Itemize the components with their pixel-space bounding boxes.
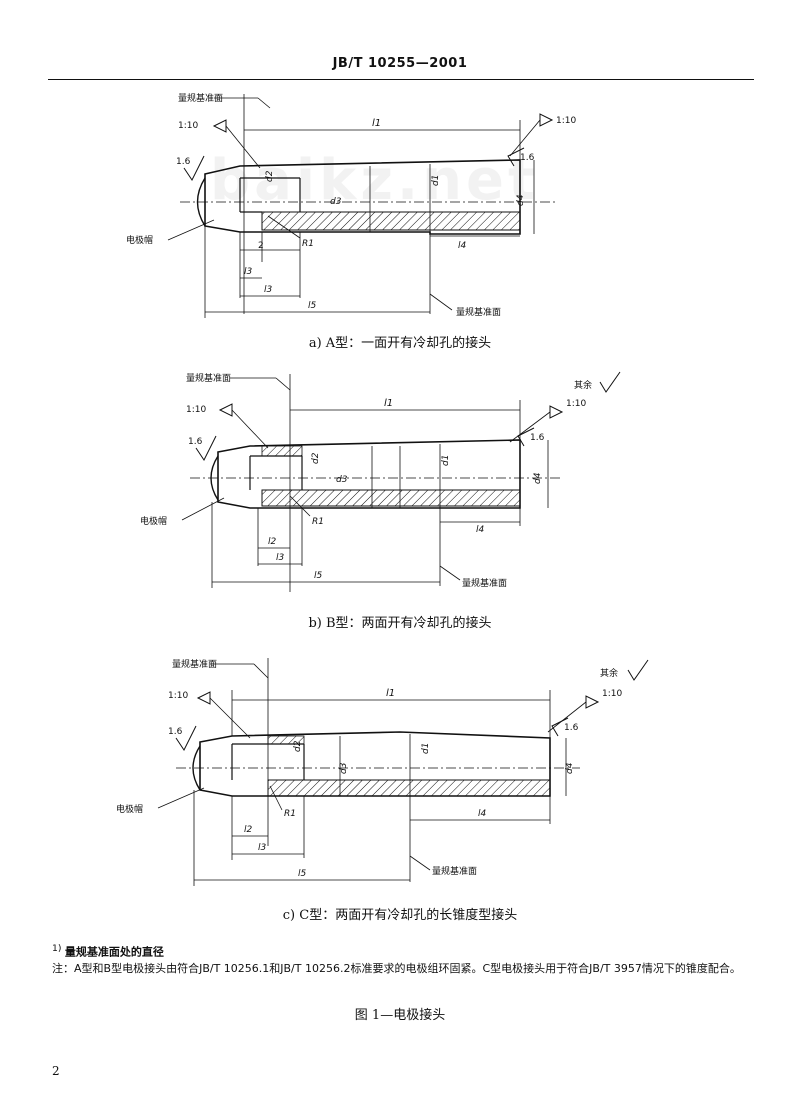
electrode-cap-shape — [196, 177, 206, 227]
dim-l1: l1 — [386, 688, 395, 699]
taper-left: 1:10 — [178, 121, 198, 131]
roughness-right: 1.6 — [530, 433, 545, 443]
gauge-plane-label-bottom: 量规基准面 — [462, 577, 507, 589]
electrode-cap-label: 电极帽 — [140, 515, 167, 527]
dim-d4: d4 — [565, 762, 575, 774]
taper-left: 1:10 — [168, 691, 188, 701]
roughness-left: 1.6 — [188, 437, 203, 447]
footnote: 1) 量规基准面处的直径 — [52, 940, 762, 961]
hatched-wall — [267, 779, 551, 797]
footnote-text: 量规基准面处的直径 — [64, 945, 164, 959]
standard-number-header: JB/T 10255—2001 — [332, 56, 468, 71]
dim-d2: d2 — [311, 452, 321, 464]
dim-l3: l3 — [244, 267, 253, 277]
figure-b-caption: b) B型：两面开有冷却孔的接头 — [308, 616, 492, 631]
dim-l4: l4 — [476, 525, 485, 535]
taper-right: 1:10 — [556, 116, 576, 126]
dim-d2: d2 — [265, 170, 275, 182]
radius-label: R1 — [284, 809, 296, 819]
rest-label: 其余 — [600, 667, 618, 679]
gauge-plane-label-bottom: 量规基准面 — [456, 306, 501, 318]
roughness-right: 1.6 — [520, 153, 535, 163]
hatched-wall — [261, 211, 521, 231]
dim-l3: l3 — [258, 843, 267, 853]
rest-label: 其余 — [574, 379, 592, 391]
roughness-left: 1.6 — [168, 727, 183, 737]
dim-d3: d3 — [330, 197, 342, 207]
figure-title: 图 1—电极接头 — [354, 1008, 446, 1023]
figure-b-drawing: l1 量规基准面 1:10 1:10 其余 1.6 1.6 d2 d1 d3 d… — [140, 371, 621, 592]
taper-left: 1:10 — [186, 405, 206, 415]
gauge-plane-label-top: 量规基准面 — [172, 658, 217, 670]
dim-d2: d2 — [293, 740, 303, 752]
dim-d1: d1 — [431, 175, 441, 186]
dim-l1: l1 — [372, 118, 381, 129]
dim-l4: l4 — [458, 241, 467, 251]
dim-l2: l2 — [268, 537, 277, 547]
taper-right: 1:10 — [602, 689, 622, 699]
page-number: 2 — [52, 1064, 60, 1078]
note-text: 注：A型和B型电极接头由符合JB/T 10256.1和JB/T 10256.2标… — [52, 962, 741, 975]
hatched-wall — [261, 489, 521, 507]
electrode-cap-label: 电极帽 — [126, 234, 153, 246]
dim-2: 2 — [258, 241, 264, 251]
footnote-mark: 1) — [52, 943, 62, 954]
dim-l5: l5 — [298, 869, 307, 879]
figure-c-drawing: l1 量规基准面 1:10 1:10 其余 1.6 1.6 d2 d1 d3 d… — [116, 658, 649, 886]
gauge-plane-label-top: 量规基准面 — [178, 92, 223, 104]
figure-a-caption: a) A型：一面开有冷却孔的接头 — [308, 336, 492, 351]
roughness-left: 1.6 — [176, 157, 191, 167]
header-rule — [48, 79, 754, 80]
dim-l2: l2 — [244, 825, 253, 835]
gauge-plane-label-bottom: 量规基准面 — [432, 865, 477, 877]
electrode-cap-label: 电极帽 — [116, 803, 143, 815]
dim-d3: d3 — [336, 475, 348, 485]
dim-d1: d1 — [421, 743, 431, 754]
dim-d3: d3 — [339, 762, 349, 774]
figure-a-drawing: l1 量规基准面 1:10 1:10 1.6 1.6 d2 d1 d3 d4 R… — [126, 92, 576, 318]
dim-l5: l5 — [308, 301, 317, 311]
gauge-plane-label-top: 量规基准面 — [186, 372, 231, 384]
taper-right: 1:10 — [566, 399, 586, 409]
dim-l3b: l3 — [264, 285, 273, 295]
figure-c-caption: c) C型：两面开有冷却孔的长锥度型接头 — [282, 908, 518, 923]
radius-label: R1 — [312, 517, 324, 527]
roughness-right: 1.6 — [564, 723, 579, 733]
dim-d4: d4 — [516, 194, 526, 206]
joint-outline — [217, 439, 521, 509]
dim-l3: l3 — [276, 553, 285, 563]
watermark: baikz.net — [210, 148, 539, 213]
dim-l1: l1 — [384, 398, 393, 409]
dim-l5: l5 — [314, 571, 323, 581]
dim-l4: l4 — [478, 809, 487, 819]
dim-d1: d1 — [441, 455, 451, 466]
radius-label: R1 — [302, 239, 314, 249]
dim-d4: d4 — [533, 472, 543, 484]
electrode-cap-shape — [192, 745, 201, 791]
